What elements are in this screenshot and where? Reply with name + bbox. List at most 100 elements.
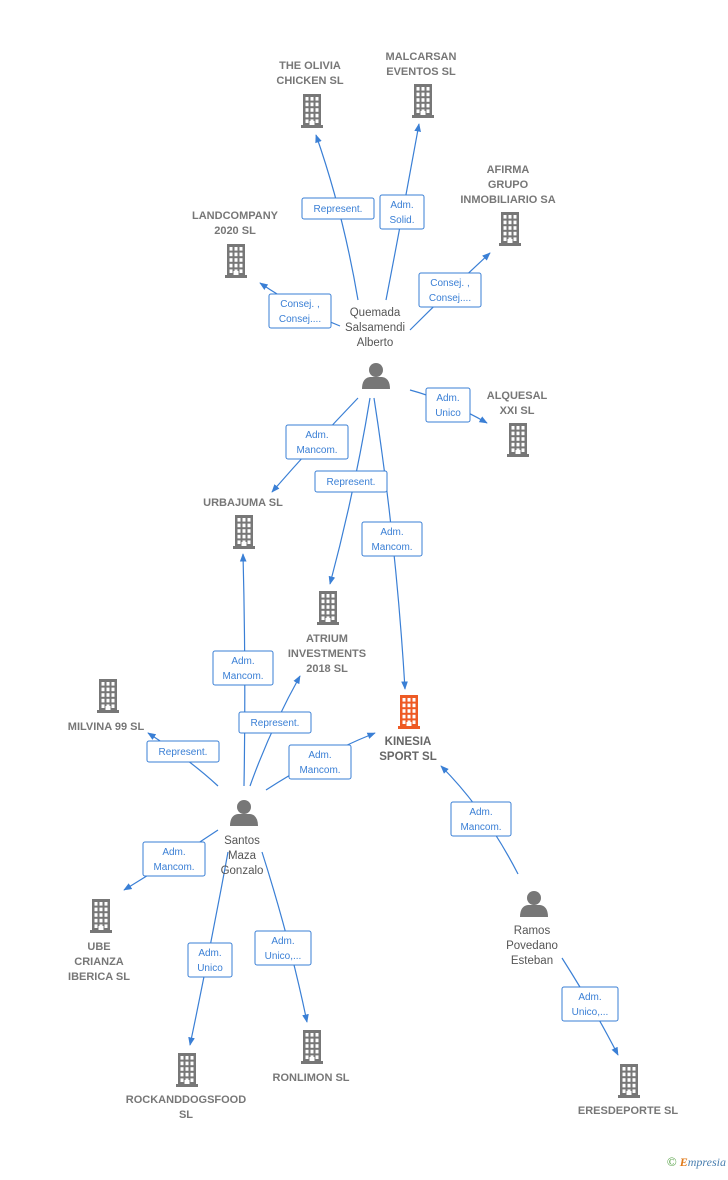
edge-label-box: [254, 930, 312, 966]
edge-label-text: Adm.: [390, 200, 413, 211]
edge-label-text: Adm.: [578, 992, 601, 1003]
edge-label-santos-rockanddogs[interactable]: Adm. Unico: [187, 942, 233, 978]
edge-label-box: [301, 197, 375, 220]
edge-label-text: Unico: [197, 963, 223, 974]
person-ramos-line: Ramos: [514, 925, 551, 937]
person-santos-line: Gonzalo: [221, 865, 264, 877]
building-icon: [97, 679, 119, 713]
edge-label-text: Adm.: [231, 656, 254, 667]
edge-label-santos-ube[interactable]: Adm. Mancom.: [142, 841, 206, 877]
edge-label-box: [288, 744, 352, 780]
building-icon: [412, 84, 434, 118]
brand-name: mpresia: [687, 1155, 726, 1169]
edge-label-text: Mancom.: [153, 862, 194, 873]
building-icon: [90, 899, 112, 933]
edge-label-text: Represent.: [251, 718, 300, 729]
edge-label-text: Adm.: [380, 527, 403, 538]
building-icon: [317, 591, 339, 625]
company-ronlimon-line: RONLIMON SL: [273, 1072, 350, 1084]
company-urbajuma[interactable]: URBAJUMA SL: [203, 497, 283, 509]
edge-label-santos-milvina[interactable]: Represent.: [146, 740, 220, 763]
edge-label-quemada-olivia[interactable]: Represent.: [301, 197, 375, 220]
company-atrium-line: 2018 SL: [306, 663, 348, 675]
edge-label-quemada-urbajuma[interactable]: Adm. Mancom.: [285, 424, 349, 460]
person-ramos-line: Povedano: [506, 940, 558, 952]
edge-label-santos-kinesia[interactable]: Adm.Mancom.: [288, 744, 352, 780]
building-icon: [301, 94, 323, 128]
brand-logo: ©Empresia: [667, 1154, 726, 1170]
company-eresdeporte[interactable]: ERESDEPORTE SL: [578, 1105, 679, 1117]
edge-label-text: Adm.: [308, 750, 331, 761]
building-icon: [225, 244, 247, 278]
edge-label-text: Represent.: [327, 477, 376, 488]
edge-label-santos-urbajuma[interactable]: Adm. Mancom.: [212, 650, 274, 686]
edge-label-santos-atrium[interactable]: Represent.: [238, 711, 312, 734]
building-icon: [507, 423, 529, 457]
edge-label-quemada-kinesia[interactable]: Adm. Mancom.: [361, 521, 423, 557]
edge-labels-layer: Represent. Adm.Solid. Consej. ,Consej.... C…: [142, 194, 619, 1022]
edge-label-box: [238, 711, 312, 734]
building-icon: [301, 1030, 323, 1064]
edge-label-text: Mancom.: [371, 542, 412, 553]
edge-label-box: [361, 521, 423, 557]
edge-label-quemada-atrium[interactable]: Represent.: [314, 470, 388, 493]
company-rockanddogs[interactable]: ROCKANDDOGSFOOD SL: [126, 1094, 246, 1121]
company-malcarsan-line: MALCARSAN: [386, 51, 457, 63]
company-alquesal-line: ALQUESAL: [487, 390, 548, 402]
edge-label-text: Adm.: [305, 430, 328, 441]
edge-label-text: Adm.: [271, 936, 294, 947]
edge-label-santos-ronlimon[interactable]: Adm.Unico,...: [254, 930, 312, 966]
company-urbajuma-line: URBAJUMA SL: [203, 497, 283, 509]
edge-label-ramos-eresdeporte[interactable]: Adm.Unico,...: [561, 986, 619, 1022]
edge-label-quemada-malcarsan[interactable]: Adm.Solid.: [379, 194, 425, 230]
edge-label-text: Adm.: [198, 948, 221, 959]
edge-label-box: [285, 424, 349, 460]
company-milvina[interactable]: MILVINA 99 SL: [68, 721, 145, 733]
edge-label-text: Represent.: [159, 747, 208, 758]
edge-label-quemada-alquesal[interactable]: Adm.Unico: [425, 387, 471, 423]
edge-label-box: [379, 194, 425, 230]
edge-label-quemada-afirma[interactable]: Consej. ,Consej....: [418, 272, 482, 308]
edge-label-box: [146, 740, 220, 763]
company-afirma-line: INMOBILIARIO SA: [460, 194, 555, 206]
company-kinesia-line: SPORT SL: [379, 751, 437, 763]
company-olivia-line: THE OLIVIA: [279, 60, 341, 72]
edge-label-box: [142, 841, 206, 877]
edge-label-box: [561, 986, 619, 1022]
edge-label-box: [425, 387, 471, 423]
building-icon: [618, 1064, 640, 1098]
edge-label-text: Mancom.: [296, 445, 337, 456]
edge-label-text: Represent.: [314, 204, 363, 215]
edge-label-quemada-landcompany[interactable]: Consej. ,Consej....: [268, 293, 332, 329]
person-quemada-line: Quemada: [350, 307, 401, 319]
building-icon: [176, 1053, 198, 1087]
person-ramos-line: Esteban: [511, 955, 553, 967]
company-ube-line: IBERICA SL: [68, 971, 130, 983]
company-ronlimon[interactable]: RONLIMON SL: [273, 1072, 350, 1084]
building-icon: [398, 695, 420, 729]
edge-label-box: [314, 470, 388, 493]
company-rockanddogs-line: ROCKANDDOGSFOOD: [126, 1094, 246, 1106]
edge-label-text: Mancom.: [460, 822, 501, 833]
edge-label-text: Mancom.: [222, 671, 263, 682]
company-rockanddogs-line: SL: [179, 1109, 193, 1121]
edge-label-ramos-kinesia[interactable]: Adm.Mancom.: [450, 801, 512, 837]
edge-label-text: Adm.: [436, 393, 459, 404]
edge-label-box: [268, 293, 332, 329]
company-landcompany-line: LANDCOMPANY: [192, 210, 279, 222]
edge-label-box: [212, 650, 274, 686]
edge-label-text: Adm.: [162, 847, 185, 858]
